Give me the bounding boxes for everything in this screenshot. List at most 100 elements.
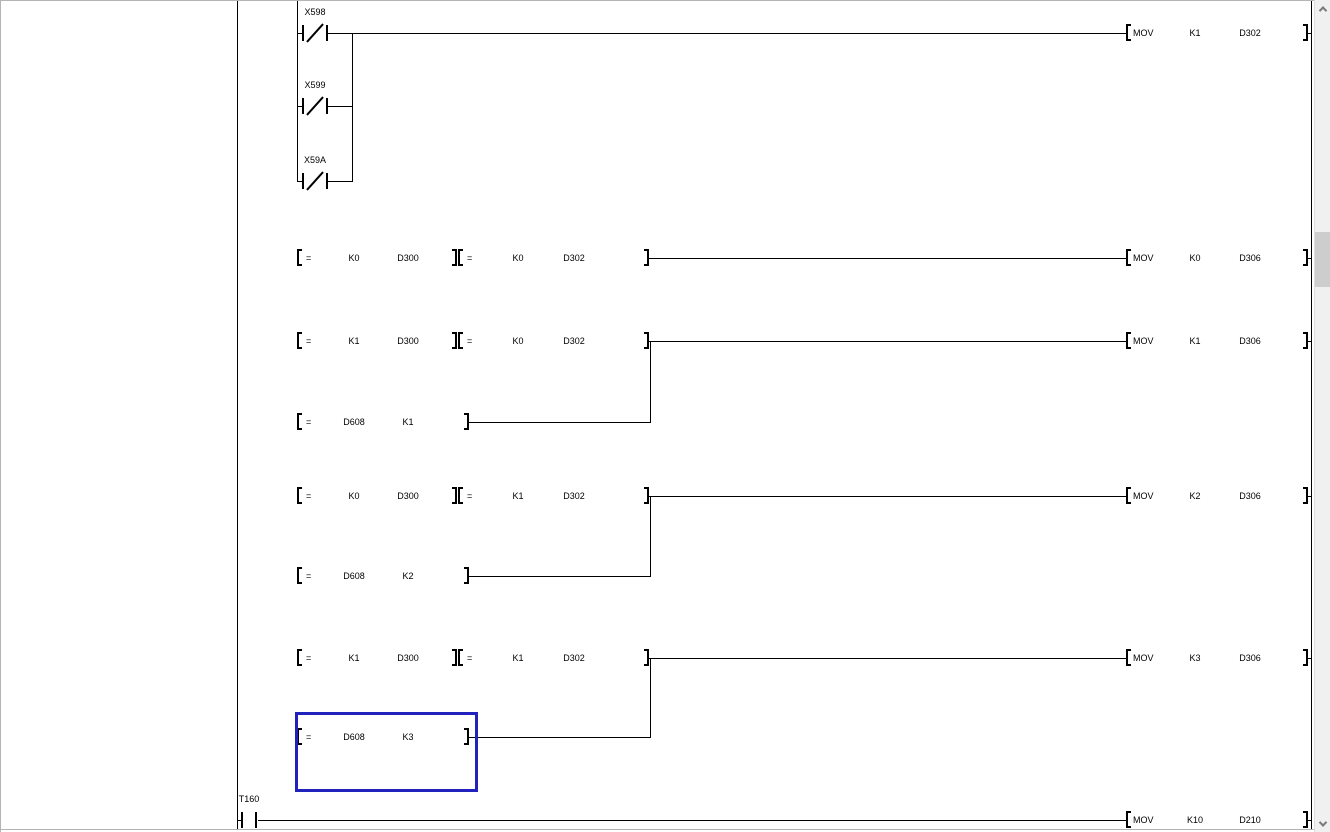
bracket-left (297, 413, 302, 430)
contact-bar-left (302, 25, 304, 41)
operand: D306 (1239, 491, 1261, 501)
left-power-rail (237, 0, 238, 830)
contact-bar-right (255, 812, 257, 828)
operand: D302 (563, 653, 585, 663)
mov-instruction[interactable]: MOV K1 D302 (1126, 21, 1308, 45)
mov-instruction[interactable]: MOV K10 D210 (1126, 808, 1308, 832)
operand: K0 (1189, 253, 1201, 263)
compare-operator: = (306, 491, 312, 501)
mov-instruction[interactable]: MOV K2 D306 (1126, 484, 1308, 508)
parallel-branch-left-wire (297, 0, 298, 182)
contact-bar-right (326, 98, 328, 114)
mov-instruction[interactable]: MOV K1 D306 (1126, 329, 1308, 353)
wire-h (1308, 33, 1311, 34)
or-branch-wire (650, 658, 651, 738)
bracket-left (1126, 332, 1131, 349)
scroll-down-button[interactable] (1315, 815, 1330, 832)
wire-h (328, 181, 353, 182)
bracket-left (1126, 649, 1131, 666)
operand: D300 (397, 491, 419, 501)
compare-operator: = (306, 336, 312, 346)
or-branch-wire (650, 341, 651, 423)
nc-contact-x59a[interactable]: X59A (293, 155, 337, 191)
bracket-left (297, 567, 302, 584)
nc-contact-x598[interactable]: X598 (293, 7, 337, 43)
bracket-right (644, 487, 649, 504)
bracket-left (297, 487, 302, 504)
scrollbar-thumb[interactable] (1315, 232, 1330, 287)
wire-h (258, 820, 1126, 821)
operand: K0 (512, 253, 524, 263)
wire-h (328, 33, 1126, 34)
operand: K2 (402, 571, 414, 581)
contact-bar-left (302, 173, 304, 189)
compare-instruction[interactable]: = K0 D302 (458, 329, 649, 353)
bracket-left (1126, 487, 1131, 504)
bracket-right (1303, 24, 1308, 41)
compare-instruction[interactable]: = K1 D300 (297, 329, 457, 353)
operand: K3 (402, 732, 414, 742)
compare-instruction[interactable]: = K1 D302 (458, 484, 649, 508)
device-label: X599 (304, 80, 326, 90)
nc-contact-x599[interactable]: X599 (293, 80, 337, 116)
operand: K1 (348, 336, 360, 346)
chevron-up-icon (1318, 5, 1327, 15)
bracket-left (1126, 24, 1131, 41)
compare-instruction-selected[interactable]: = D608 K3 (297, 725, 469, 749)
parallel-branch-right-wire (352, 33, 353, 182)
wire-h (297, 106, 302, 107)
operand: D302 (563, 491, 585, 501)
operand: D302 (1239, 28, 1261, 38)
vertical-scrollbar[interactable] (1314, 0, 1330, 832)
nc-slash-icon (306, 96, 324, 116)
contact-bar-right (326, 25, 328, 41)
operand: K2 (1189, 491, 1201, 501)
compare-instruction[interactable]: = K0 D302 (458, 246, 649, 270)
compare-operator: = (306, 417, 312, 427)
instruction-opcode: MOV (1133, 253, 1154, 263)
no-contact-t160[interactable]: T160 (233, 794, 265, 830)
operand: D302 (563, 336, 585, 346)
wire-h (649, 258, 1126, 259)
scroll-up-button[interactable] (1315, 0, 1330, 17)
bracket-left (1126, 249, 1131, 266)
instruction-opcode: MOV (1133, 28, 1154, 38)
compare-instruction[interactable]: = K1 D302 (458, 646, 649, 670)
chevron-down-icon (1318, 817, 1327, 827)
selection-cursor (295, 712, 478, 792)
mov-instruction[interactable]: MOV K3 D306 (1126, 646, 1308, 670)
operand: D306 (1239, 253, 1261, 263)
wire-h (1308, 496, 1311, 497)
device-label: T160 (238, 794, 260, 804)
wire-h (297, 33, 302, 34)
compare-instruction[interactable]: = K1 D300 (297, 646, 457, 670)
operand: K0 (348, 253, 360, 263)
compare-instruction[interactable]: = D608 K2 (297, 564, 469, 588)
bracket-left (1126, 811, 1131, 828)
bracket-right (464, 413, 469, 430)
bracket-right (1303, 332, 1308, 349)
bracket-left (297, 728, 302, 745)
bracket-left (297, 249, 302, 266)
contact-bar-right (326, 173, 328, 189)
bracket-right (452, 649, 457, 666)
device-label: X598 (304, 7, 326, 17)
window-border-left (0, 0, 1, 832)
nc-slash-icon (306, 171, 324, 191)
operand: K1 (1189, 28, 1201, 38)
mov-instruction[interactable]: MOV K0 D306 (1126, 246, 1308, 270)
compare-instruction[interactable]: = D608 K1 (297, 410, 469, 434)
bracket-right (452, 487, 457, 504)
bracket-right (1303, 811, 1308, 828)
compare-instruction[interactable]: = K0 D300 (297, 484, 457, 508)
right-power-rail (1311, 0, 1312, 830)
wire-h (1308, 820, 1311, 821)
operand: K1 (512, 653, 524, 663)
operand: D608 (343, 732, 365, 742)
compare-operator: = (467, 491, 473, 501)
compare-instruction[interactable]: = K0 D300 (297, 246, 457, 270)
wire-h (649, 341, 1126, 342)
bracket-left (458, 487, 463, 504)
or-branch-wire (650, 496, 651, 577)
bracket-left (458, 649, 463, 666)
